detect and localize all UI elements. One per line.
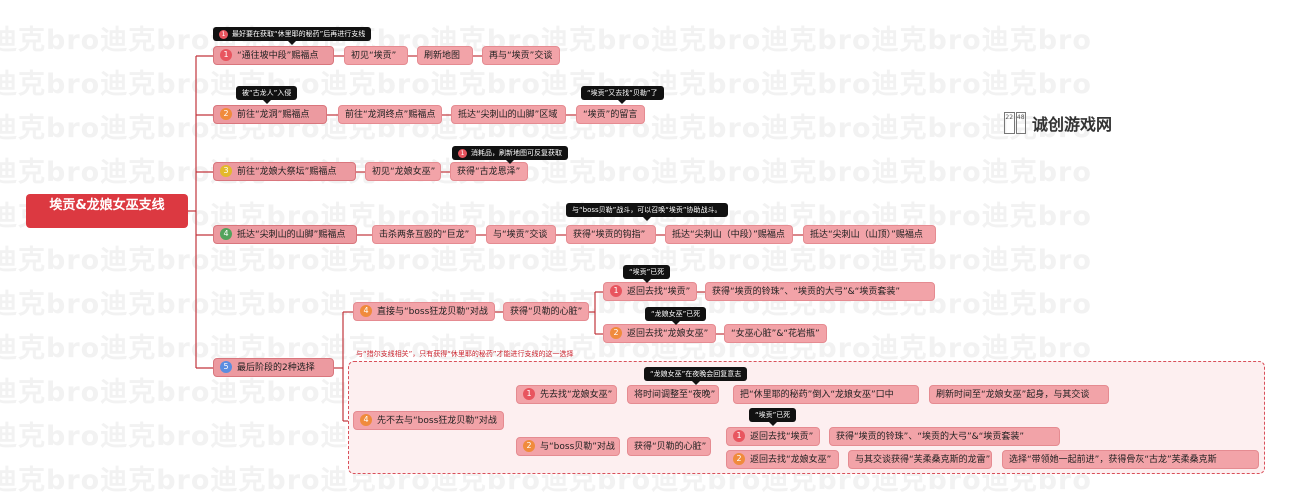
node-label: 直接与“boss狂龙贝勒”对战 xyxy=(377,307,488,317)
node-label: 抵达“尖刺山的山脚”赐福点 xyxy=(237,230,346,240)
node-label: 前往“龙洞”赐福点 xyxy=(237,110,310,120)
watermark-text: 迪克bro迪克bro迪克bro迪克bro迪克bro迪克bro迪克bro迪克bro… xyxy=(0,157,1092,188)
node-label: 返回去找“龙娘女巫” xyxy=(627,329,709,339)
note-text: “龙娘女巫”在夜晚会回复意志 xyxy=(650,370,742,378)
note-callout: “龙娘女巫”在夜晚会回复意志 xyxy=(644,367,748,385)
note-callout: “埃贡”已死 xyxy=(623,265,671,283)
note-callout: “龙娘女巫”已死 xyxy=(645,307,707,325)
sub-option-node: 2 与“boss贝勒”对战 xyxy=(516,437,620,456)
number-badge-icon: 3 xyxy=(220,164,232,177)
number-badge-icon: 2 xyxy=(523,439,535,452)
step-node: 获得“古龙恩泽” xyxy=(450,162,528,181)
step-node: 选择“带领她一起前进”，获得骨灰“古龙”芙柔桑克斯 xyxy=(1002,450,1259,469)
watermark-text: 迪克bro迪克bro迪克bro迪克bro迪克bro迪克bro迪克bro迪克bro… xyxy=(0,69,1092,100)
number-badge-icon: 1 xyxy=(523,387,535,400)
note-callout: “埃贡”又去找“贝勒”了 xyxy=(581,86,664,104)
step-node: 把“休里耶的秘药”倒入“龙娘女巫”口中 xyxy=(733,385,919,404)
note-text: “埃贡”已死 xyxy=(755,411,791,419)
node-label: 与“boss贝勒”对战 xyxy=(540,442,615,452)
step-node: 抵达“尖刺山（山顶）”赐福点 xyxy=(803,225,936,244)
number-badge-icon: 5 xyxy=(220,360,232,373)
logo-text: 诚创游戏网 xyxy=(1032,115,1113,134)
step-node: 刷新时间至“龙娘女巫”起身，与其交谈 xyxy=(929,385,1109,404)
logo-icon: 22 48 xyxy=(1004,112,1026,134)
sub-option-node: 1 返回去找“埃贡” xyxy=(603,282,697,301)
node-label: 最后阶段的2种选择 xyxy=(237,363,315,373)
number-badge-icon: 1 xyxy=(220,48,232,61)
note-callout: “埃贡”已死 xyxy=(749,408,797,426)
note-text: 与“boss贝勒”战斗，可以召唤“埃贡”协助战斗。 xyxy=(572,206,722,214)
step-node: 与“埃贡”交谈 xyxy=(486,225,556,244)
step-node: 抵达“尖刺山（中段）”赐福点 xyxy=(665,225,793,244)
number-badge-icon: 4 xyxy=(360,413,372,426)
note-text: 消耗品，刷新地图可反复获取 xyxy=(471,149,562,157)
node-label: 先不去与“boss狂龙贝勒”对战 xyxy=(377,416,497,426)
number-badge-icon: 4 xyxy=(220,227,232,240)
step-node: 将时间调整至“夜晚” xyxy=(627,385,719,404)
step-node: 获得“贝勒的心脏” xyxy=(503,302,589,321)
step-node: 初见“埃贡” xyxy=(344,46,408,65)
branch-4-node: 4 抵达“尖刺山的山脚”赐福点 xyxy=(213,225,357,244)
step-node: “埃贡”的留言 xyxy=(576,105,645,124)
step-node: 前往“龙洞终点”赐福点 xyxy=(338,105,442,124)
branch-1-node: 1 “通往坡中段”赐福点 xyxy=(213,46,334,65)
step-node: “女巫心脏”&“花岩瓶” xyxy=(724,324,827,343)
number-badge-icon: 4 xyxy=(360,304,372,317)
note-number-icon: 1 xyxy=(458,149,467,158)
step-node: 初见“龙娘女巫” xyxy=(365,162,441,181)
node-label: 返回去找“埃贡” xyxy=(627,287,691,297)
branch-5-node: 5 最后阶段的2种选择 xyxy=(213,358,334,377)
node-label: 返回去找“埃贡” xyxy=(750,432,814,442)
sub-option-node: 1 返回去找“埃贡” xyxy=(726,427,820,446)
root-node: 埃贡&龙娘女巫支线 xyxy=(26,194,188,228)
number-badge-icon: 1 xyxy=(610,284,622,297)
number-badge-icon: 2 xyxy=(220,107,232,120)
logo-glyph: 22 xyxy=(1004,112,1015,134)
sub-option-node: 2 返回去找“龙娘女巫” xyxy=(726,450,839,469)
sub-option-node: 1 先去找“龙娘女巫” xyxy=(516,385,617,404)
number-badge-icon: 2 xyxy=(610,326,622,339)
note-callout: 1 最好要在获取“休里耶的秘药”后再进行支线 xyxy=(213,27,372,45)
step-node: 获得“埃贡的铃珠”、“埃贡的大弓”&“埃贡套装” xyxy=(829,427,1060,446)
branch-2-node: 2 前往“龙洞”赐福点 xyxy=(213,105,327,124)
note-text: 与“措尔支线相关”，只有获得“休里耶的秘药”才能进行支线的这一选择 xyxy=(356,350,574,358)
watermark-text: 迪克bro迪克bro迪克bro迪克bro迪克bro迪克bro迪克bro迪克bro… xyxy=(0,245,1092,276)
note-number-icon: 1 xyxy=(219,30,228,39)
note-text: “埃贡”又去找“贝勒”了 xyxy=(587,89,658,97)
step-node: 刷新地图 xyxy=(417,46,473,65)
note-callout: 与“boss贝勒”战斗，可以召唤“埃贡”协助战斗。 xyxy=(566,203,728,221)
site-logo: 22 48 诚创游戏网 xyxy=(1004,111,1112,135)
node-label: 返回去找“龙娘女巫” xyxy=(750,455,832,465)
step-node: 击杀两条互殴的“巨龙” xyxy=(372,225,476,244)
note-text: 最好要在获取“休里耶的秘药”后再进行支线 xyxy=(232,30,366,38)
branch-3-node: 3 前往“龙娘大祭坛”赐福点 xyxy=(213,162,356,181)
number-badge-icon: 1 xyxy=(733,429,745,442)
note-text: “龙娘女巫”已死 xyxy=(651,310,701,318)
note-text: “埃贡”已死 xyxy=(629,268,665,276)
step-node: 获得“埃贡的钩指” xyxy=(566,225,656,244)
node-label: 前往“龙娘大祭坛”赐福点 xyxy=(237,167,337,177)
number-badge-icon: 2 xyxy=(733,452,745,465)
note-callout: 1 消耗品，刷新地图可反复获取 xyxy=(452,146,568,164)
node-label: 先去找“龙娘女巫” xyxy=(540,390,613,400)
note-text: 被“古龙人”入侵 xyxy=(242,89,292,97)
node-label: “通往坡中段”赐福点 xyxy=(237,51,319,61)
option-b-node: 4 先不去与“boss狂龙贝勒”对战 xyxy=(353,411,504,430)
sub-option-node: 2 返回去找“龙娘女巫” xyxy=(603,324,716,343)
step-node: 获得“埃贡的铃珠”、“埃贡的大弓”&“埃贡套装” xyxy=(705,282,935,301)
step-node: 再与“埃贡”交谈 xyxy=(482,46,560,65)
option-a-node: 4 直接与“boss狂龙贝勒”对战 xyxy=(353,302,495,321)
step-node: 获得“贝勒的心脏” xyxy=(627,437,711,456)
note-callout: 被“古龙人”入侵 xyxy=(236,86,298,104)
logo-glyph: 48 xyxy=(1015,112,1026,134)
watermark-text: 迪克bro迪克bro迪克bro迪克bro迪克bro迪克bro迪克bro迪克bro… xyxy=(0,333,1092,364)
step-node: 抵达“尖刺山的山脚”区域 xyxy=(451,105,566,124)
step-node: 与其交谈获得“芙柔桑克斯的龙雷” xyxy=(848,450,992,469)
